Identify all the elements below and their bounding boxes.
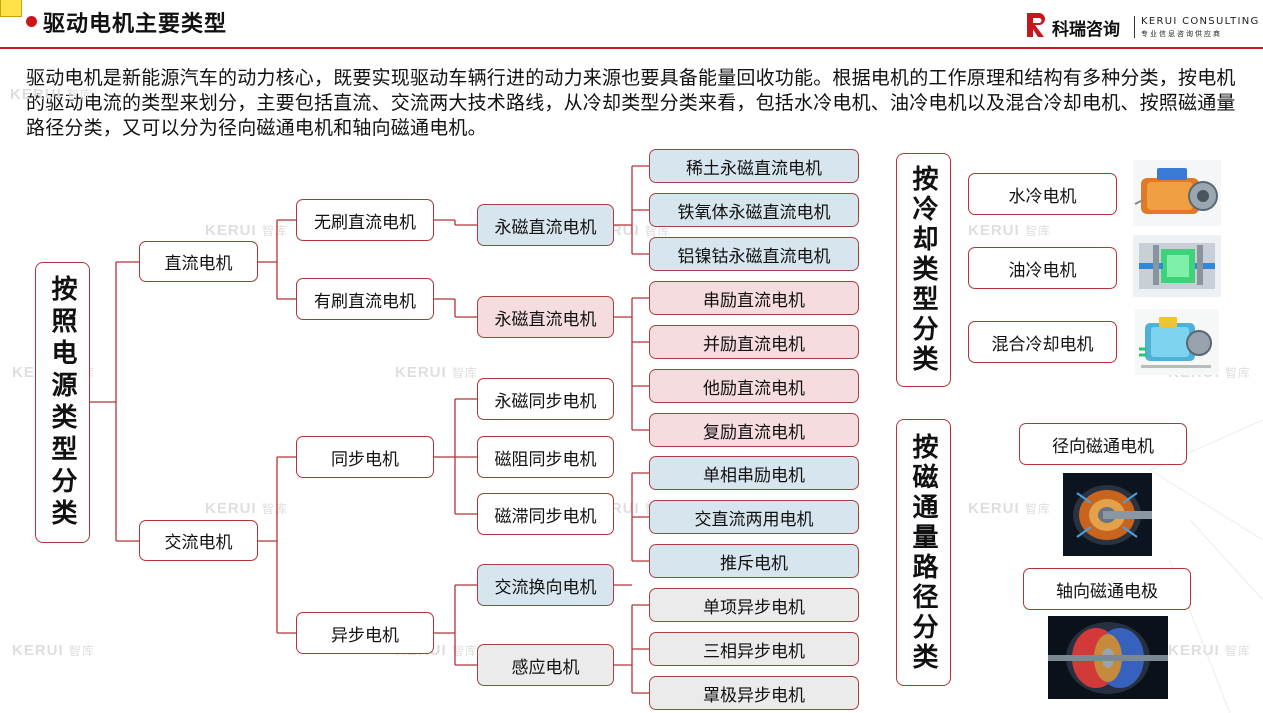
root-category-power-type: 按照电源类型分类 (35, 262, 90, 543)
leaf-node: 罩极异步电机 (649, 676, 859, 710)
watermark: KERUI 智库 (968, 500, 1051, 517)
node-asynchronous: 异步电机 (296, 612, 434, 654)
water-cooled-motor-image (1133, 160, 1221, 226)
cooling-item-water: 水冷电机 (968, 173, 1117, 215)
node-pm-dc-1: 永磁直流电机 (477, 204, 614, 246)
hybrid-cooled-motor-image (1135, 309, 1219, 375)
watermark: KERUI 智库 (10, 86, 93, 103)
node-hysteresis-sync: 磁滞同步电机 (477, 493, 614, 535)
intro-paragraph: 驱动电机是新能源汽车的动力核心，既要实现驱动车辆行进的动力来源也要具备能量回收功… (26, 67, 1236, 139)
leaf-node: 单相串励电机 (649, 456, 859, 490)
leaf-node: 并励直流电机 (649, 325, 859, 359)
watermark: KERUI 智库 (1168, 642, 1251, 659)
node-ac-commutator: 交流换向电机 (477, 564, 614, 606)
leaf-node: 复励直流电机 (649, 413, 859, 447)
node-synchronous: 同步电机 (296, 436, 434, 478)
logo-name-cn: 科瑞咨询 (1052, 20, 1120, 40)
watermark: KERUI 智库 (12, 642, 95, 659)
node-induction: 感应电机 (477, 644, 614, 686)
title-bullet-icon (26, 16, 37, 27)
kerui-logo-icon (1027, 13, 1045, 37)
radial-flux-motor-image (1063, 473, 1152, 556)
node-brushed-dc: 有刷直流电机 (296, 278, 434, 320)
logo-name-en: KERUI CONSULTING (1141, 16, 1260, 27)
logo-tagline: 专业信息咨询供应商 (1141, 30, 1222, 38)
leaf-node: 三相异步电机 (649, 632, 859, 666)
watermark: KERUI 智库 (395, 364, 478, 381)
node-reluctance-sync: 磁阻同步电机 (477, 436, 614, 478)
logo-divider (1134, 16, 1135, 38)
axial-flux-motor-image (1048, 616, 1168, 699)
node-pm-sync: 永磁同步电机 (477, 378, 614, 420)
oil-cooled-motor-image (1133, 235, 1221, 297)
flux-path-title: 按磁通量路径分类 (896, 419, 951, 686)
watermark: KERUI 智库 (968, 222, 1051, 239)
leaf-node: 铝镍钴永磁直流电机 (649, 237, 859, 271)
header-divider (0, 47, 1263, 49)
leaf-node: 稀土永磁直流电机 (649, 149, 859, 183)
leaf-node: 推斥电机 (649, 544, 859, 578)
leaf-node: 他励直流电机 (649, 369, 859, 403)
node-dc-motor: 直流电机 (139, 241, 258, 282)
flux-item-axial: 轴向磁通电极 (1023, 568, 1191, 610)
watermark: KERUI 智库 (205, 500, 288, 517)
node-ac-motor: 交流电机 (139, 520, 258, 561)
page-title: 驱动电机主要类型 (43, 12, 228, 37)
flux-item-radial: 径向磁通电机 (1019, 423, 1187, 465)
leaf-node: 单项异步电机 (649, 588, 859, 622)
note-icon[interactable] (0, 0, 22, 17)
leaf-node: 交直流两用电机 (649, 500, 859, 534)
node-brushless-dc: 无刷直流电机 (296, 199, 434, 241)
leaf-node: 串励直流电机 (649, 281, 859, 315)
cooling-item-hybrid: 混合冷却电机 (968, 321, 1117, 363)
leaf-node: 铁氧体永磁直流电机 (649, 193, 859, 227)
cooling-type-title: 按冷却类型分类 (896, 153, 951, 387)
node-pm-dc-2: 永磁直流电机 (477, 296, 614, 338)
cooling-item-oil: 油冷电机 (968, 247, 1117, 289)
watermark: KERUI 智库 (205, 222, 288, 239)
